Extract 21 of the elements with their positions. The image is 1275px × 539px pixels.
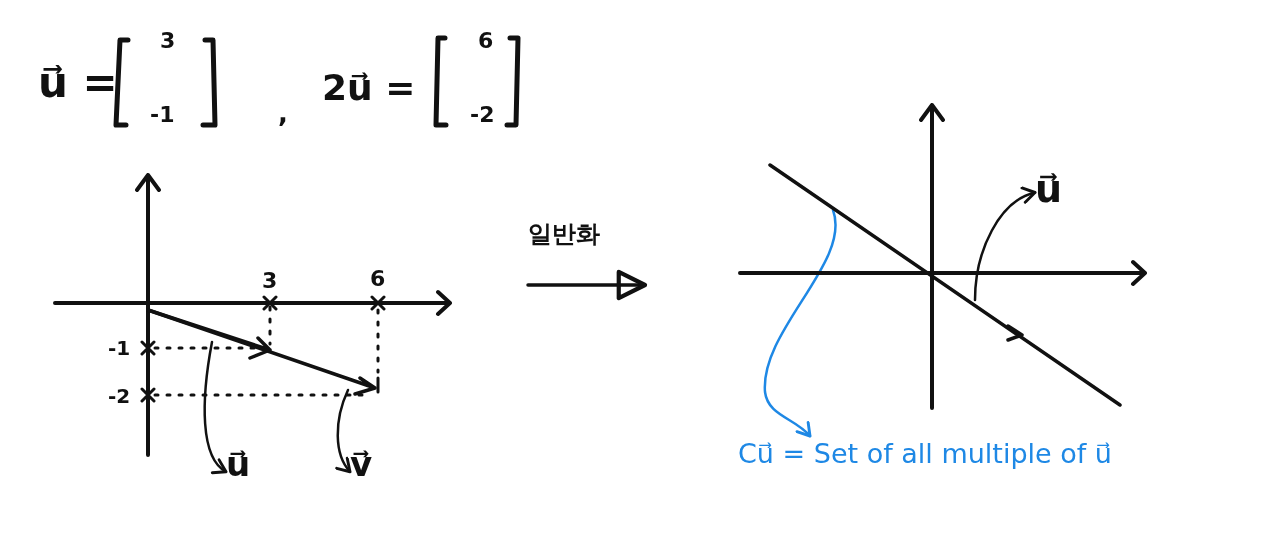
vector-label: u⃗ (1035, 165, 1069, 215)
leader-line (203, 340, 228, 474)
separator-comma: , (278, 100, 288, 126)
vector-label: v⃗ (350, 442, 380, 490)
annotation-text: Cu⃗ = Set of all multiple of u⃗ (738, 436, 1270, 482)
matrix-entry: -1 (150, 104, 175, 126)
matrix-entry: -2 (470, 104, 495, 126)
leader-line (973, 187, 1037, 302)
arrow (526, 269, 648, 301)
tick-label: -1 (108, 338, 131, 358)
tick-label: 3 (262, 270, 278, 292)
equation-text: u⃗ = (38, 62, 118, 104)
leader-line (335, 388, 352, 474)
matrix-entry: 3 (160, 30, 176, 52)
leader-line (763, 208, 837, 438)
tick-label: -2 (108, 386, 131, 406)
equation-text: 2u⃗ = (322, 70, 416, 106)
matrix-entry: 6 (478, 30, 494, 52)
tick-label: 6 (370, 268, 386, 290)
vector-label: u⃗ (226, 442, 256, 490)
edge-label: 일반화 (528, 222, 600, 246)
